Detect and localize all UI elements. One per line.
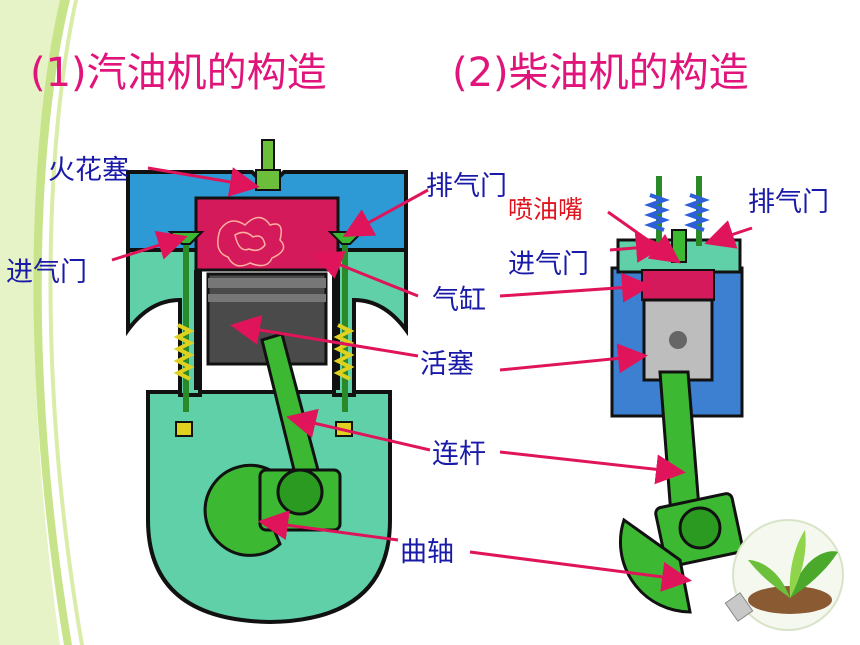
spark-plug-icon (255, 139, 281, 191)
arrow-spark-plug (147, 166, 260, 197)
arrow-injector (607, 210, 681, 264)
arrow-exhaust-1 (342, 188, 429, 237)
arrow-exhaust-2 (704, 220, 753, 249)
arrow-intake-1 (111, 230, 188, 262)
label-injector: 喷油嘴 (508, 195, 584, 224)
arrow-rod-2 (499, 450, 686, 485)
title-gasoline-engine: (1)汽油机的构造 (30, 50, 327, 96)
label-intake-valve-1: 进气门 (6, 257, 87, 288)
label-intake-valve-2: 进气门 (508, 249, 589, 280)
label-spark-plug: 火花塞 (48, 155, 129, 186)
label-crankshaft: 曲轴 (400, 537, 454, 568)
arrow-intake-2 (609, 232, 666, 263)
combustion-chamber-2 (641, 269, 715, 301)
label-connecting-rod: 连杆 (432, 439, 486, 470)
arrow-crankshaft (258, 510, 399, 542)
arrow-crankshaft-2 (469, 550, 692, 592)
arrow-piston-2 (499, 343, 648, 374)
arrow-cylinder (312, 250, 419, 298)
arrow-cylinder-2 (499, 272, 652, 303)
label-cylinder: 气缸 (432, 285, 486, 316)
label-piston: 活塞 (420, 349, 474, 380)
label-exhaust-valve-2: 排气门 (748, 187, 829, 218)
arrow-rod (286, 408, 431, 452)
intake-valve-1 (167, 231, 205, 437)
flame-1 (217, 216, 285, 267)
label-exhaust-valve-1: 排气门 (426, 171, 507, 202)
arrow-piston (230, 315, 419, 358)
title-diesel-engine: (2)柴油机的构造 (452, 50, 749, 96)
